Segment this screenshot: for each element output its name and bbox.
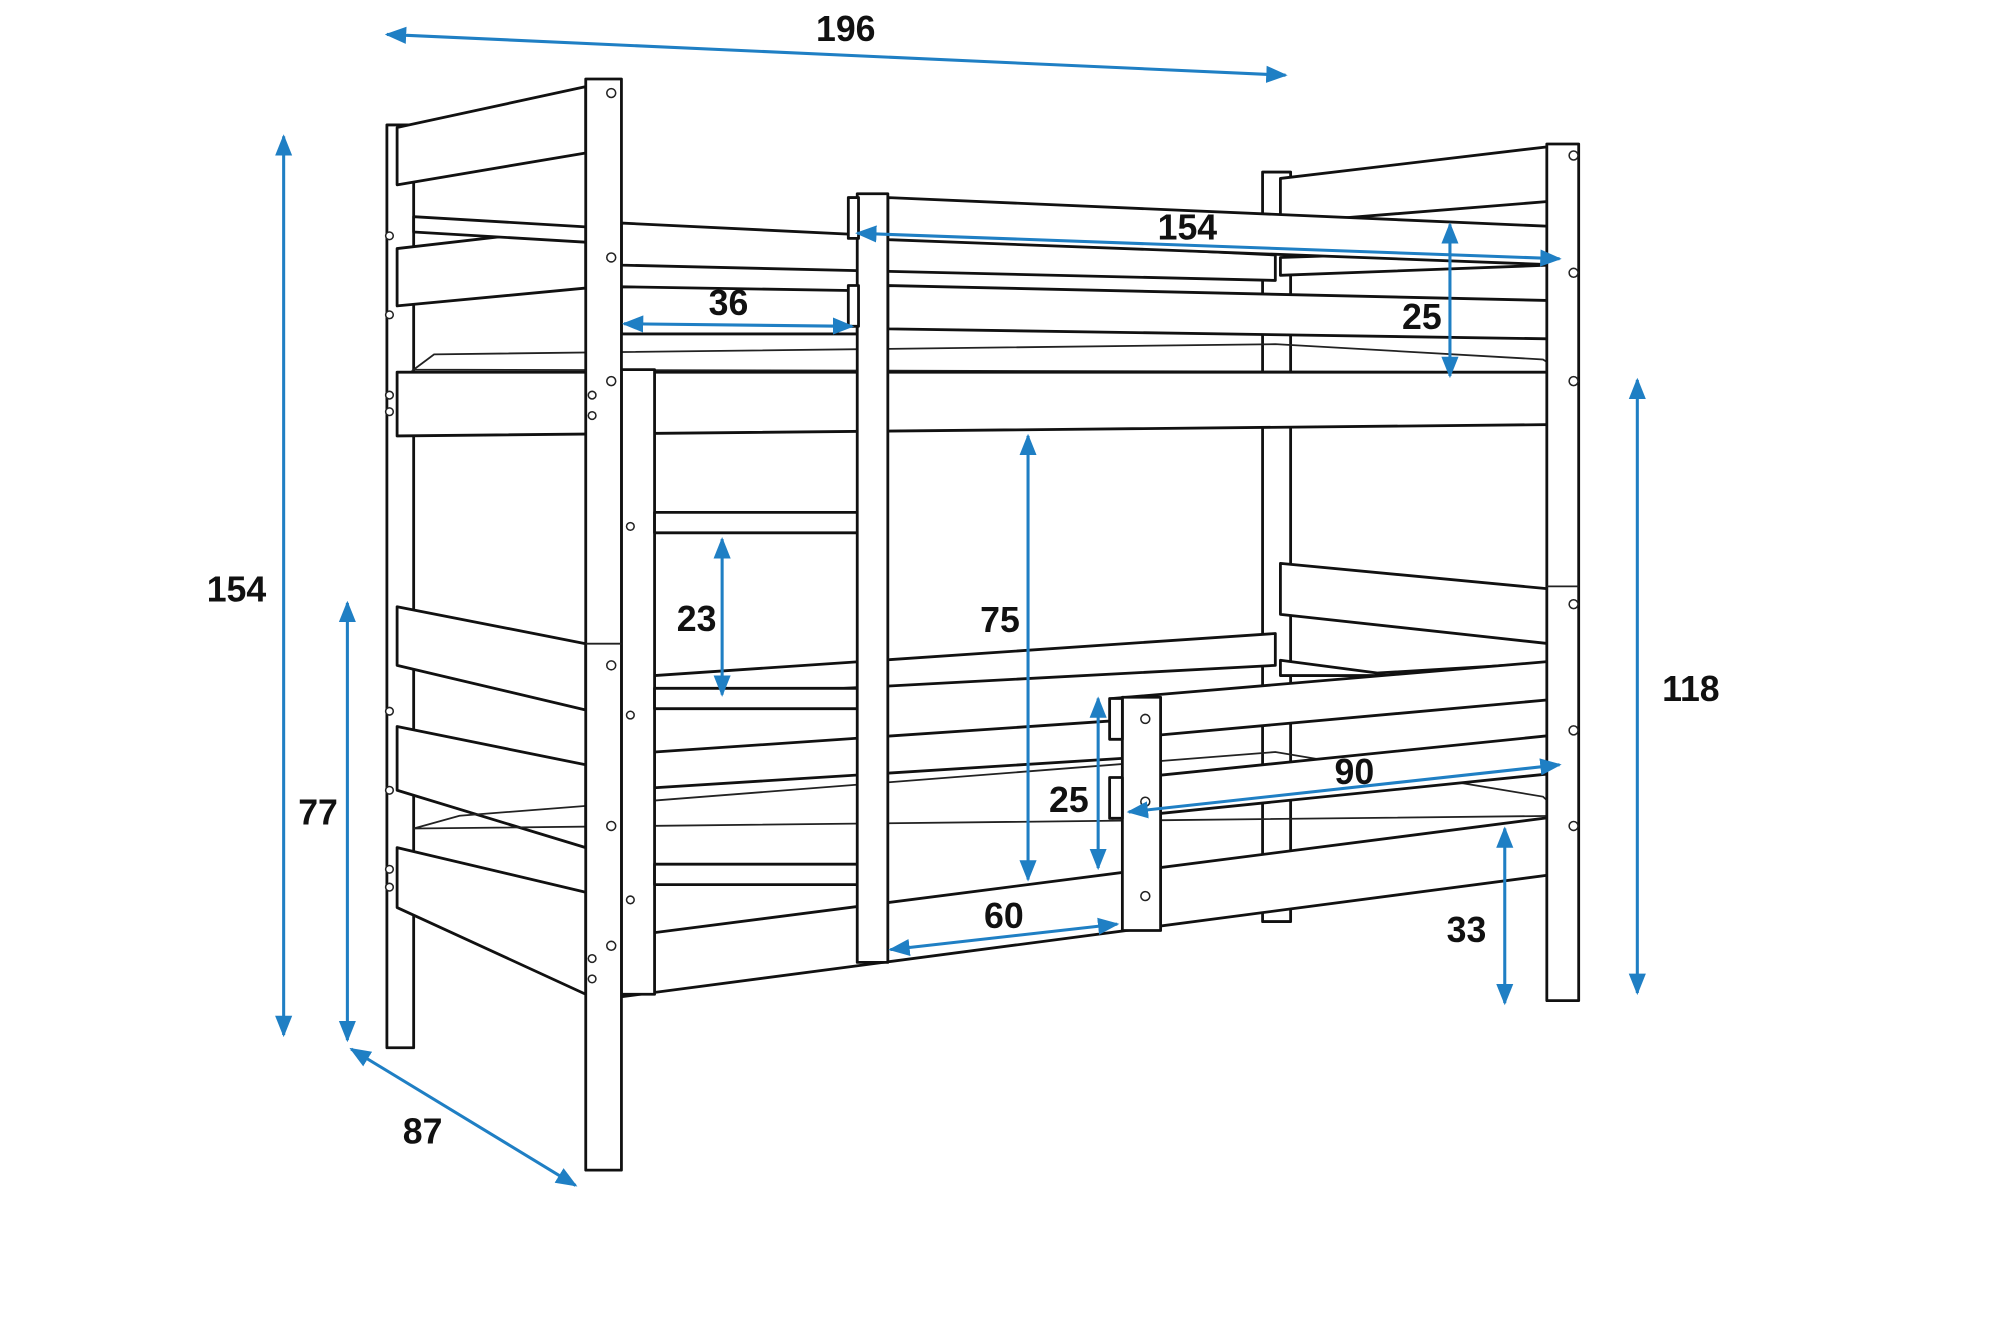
dim-arrow-depth — [349, 1047, 578, 1187]
right-headboard-top — [1279, 145, 1551, 225]
back-right-post — [1261, 170, 1293, 923]
ladder-rung — [653, 862, 876, 887]
label-depth: 87 — [403, 1111, 443, 1151]
label-upper-bed-height: 118 — [1662, 669, 1720, 709]
ladder-rung — [653, 686, 876, 711]
ladder-right-rail — [855, 192, 890, 964]
dimension-lines — [275, 26, 1646, 1187]
dim-arrow-overall-length — [384, 26, 1288, 83]
ladder-left-rail — [620, 368, 656, 996]
lower-front-rail — [620, 814, 1565, 999]
left-lower-slat-2 — [395, 846, 588, 996]
label-bed-clearance: 75 — [980, 600, 1020, 640]
left-lower-headboard — [395, 605, 588, 712]
upper-guard-rail-bottom — [886, 284, 1565, 341]
front-right-post — [1545, 142, 1581, 1002]
screws — [384, 87, 1579, 984]
bed-drawing — [384, 77, 1581, 1172]
label-ladder-opening: 36 — [709, 283, 749, 323]
upper-front-rail — [395, 370, 1565, 438]
front-left-post — [584, 77, 623, 1172]
label-lower-post-height: 77 — [298, 793, 338, 833]
label-lower-guard-height: 25 — [1049, 780, 1089, 820]
ladder-cap-2 — [846, 284, 860, 328]
label-overall-height: 154 — [207, 570, 267, 610]
label-floor-clearance: 33 — [1447, 910, 1487, 950]
dimension-labels: 196 154 77 87 154 25 36 23 75 25 90 60 3… — [207, 9, 1720, 1152]
ladder-cap — [846, 196, 860, 240]
guard-post-cap — [1108, 697, 1124, 741]
ladder-rung — [653, 511, 876, 535]
left-headboard-slat-2 — [412, 215, 588, 244]
label-lower-guard-length: 90 — [1335, 752, 1375, 792]
dim-arrow-lower-guard-length — [1126, 758, 1562, 819]
right-lower-headboard — [1279, 561, 1551, 646]
dim-arrow-ladder-opening — [621, 315, 855, 335]
label-lower-opening: 60 — [984, 896, 1024, 936]
label-upper-guard-height: 25 — [1402, 297, 1442, 337]
left-lower-slat — [395, 725, 588, 850]
left-headboard-top — [395, 85, 588, 187]
dim-arrow-lower-opening — [888, 917, 1120, 956]
label-rung-spacing: 23 — [677, 599, 717, 639]
label-upper-rail-length: 154 — [1158, 208, 1218, 248]
guard-post-cap-2 — [1108, 776, 1124, 820]
label-overall-length: 196 — [816, 9, 876, 49]
